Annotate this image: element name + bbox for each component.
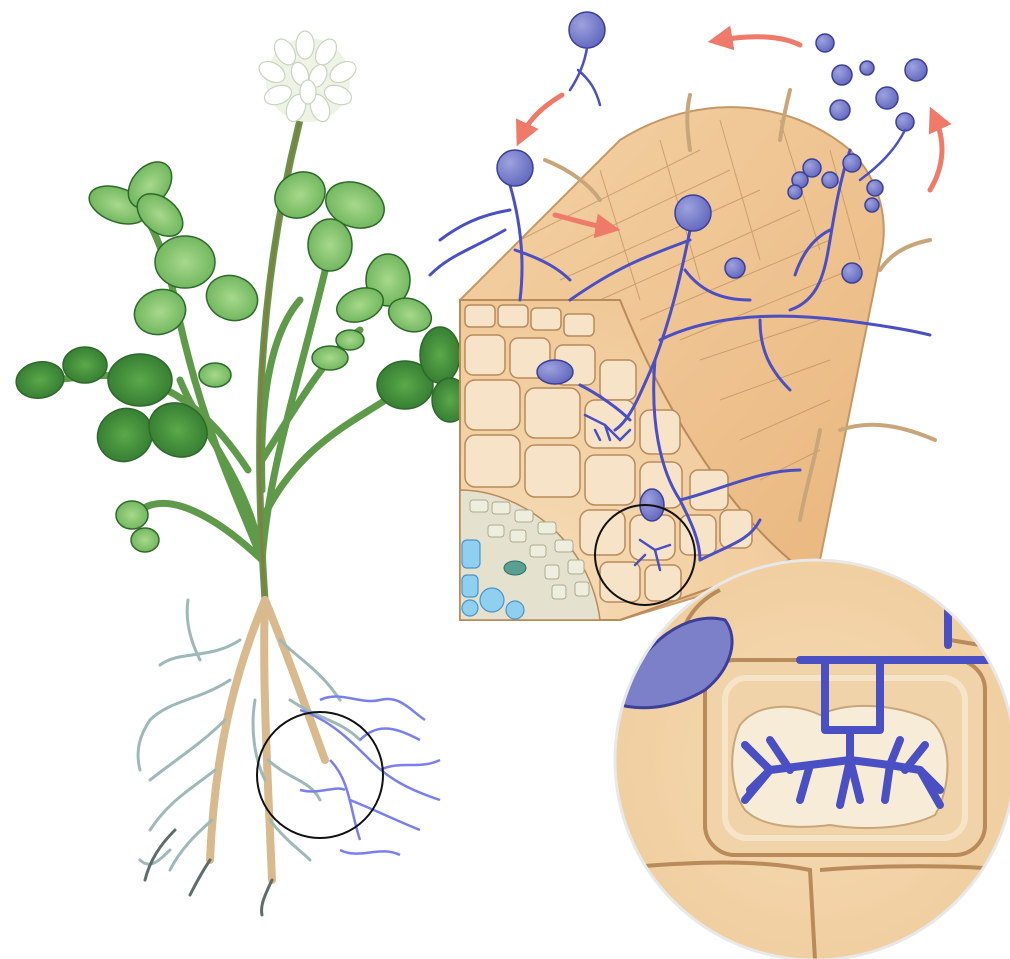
leaf-cluster (377, 327, 468, 422)
clover-plant (13, 31, 468, 915)
soil-hyphae (300, 696, 440, 855)
leaf-cluster (84, 154, 191, 245)
leaf-cluster (332, 254, 436, 338)
leaf-cluster (116, 501, 159, 552)
leaf-cluster (88, 354, 217, 472)
vesicle (537, 360, 573, 384)
magnifier-circle-icon (257, 712, 383, 838)
root-section (430, 12, 942, 620)
leaf-cluster (266, 163, 390, 271)
clover-flower (255, 31, 359, 124)
roots (138, 600, 360, 915)
leaf-cluster (13, 347, 107, 402)
leaf-cluster (128, 236, 264, 342)
phloem-cell (504, 561, 526, 575)
cell-zoom (600, 560, 1010, 959)
